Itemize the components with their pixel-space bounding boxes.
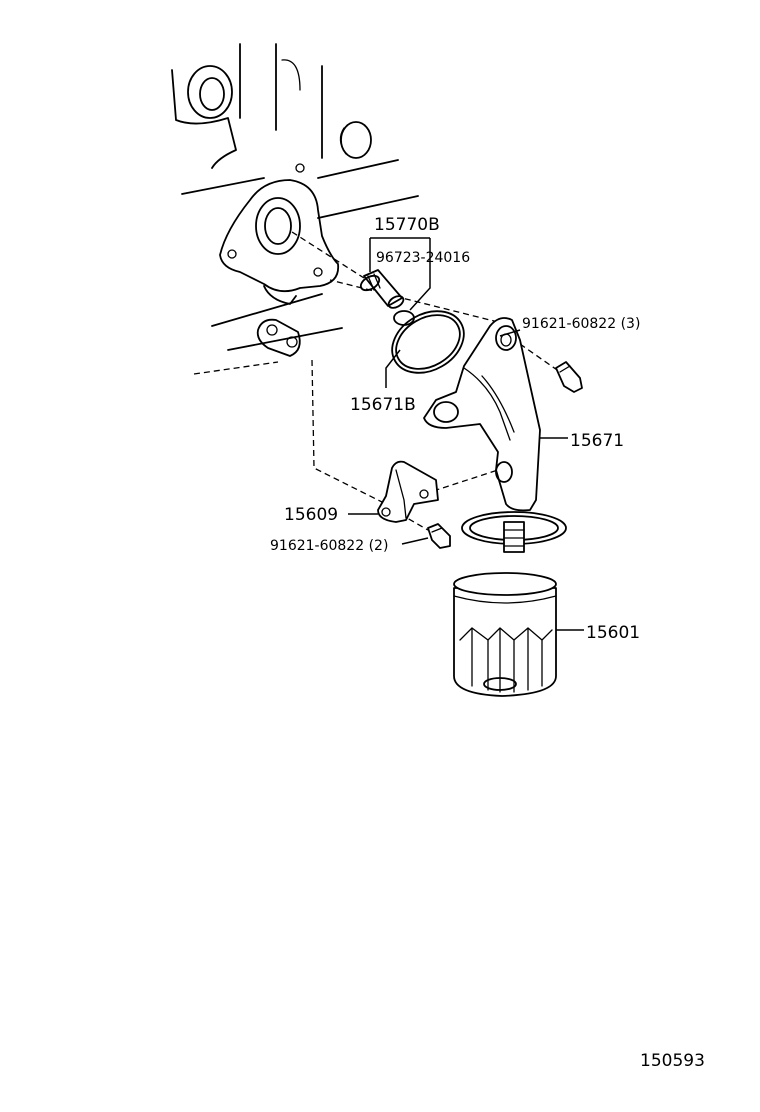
label-91621-60822-2: 91621-60822 (2) [270, 538, 388, 554]
label-15671B: 15671B [350, 395, 416, 415]
gasket-15671B [391, 310, 465, 374]
engine-block [171, 43, 419, 375]
stay-bracket-15609 [377, 460, 439, 523]
label-15601: 15601 [586, 623, 640, 643]
label-15609: 15609 [284, 505, 338, 525]
union-bolt-15770B [359, 269, 405, 309]
bolt-91621-top [555, 361, 583, 393]
label-15671: 15671 [570, 431, 624, 451]
bolt-91621-bottom [427, 523, 451, 549]
label-96723-24016: 96723-24016 [376, 250, 470, 266]
filter-bracket-15671 [423, 317, 567, 553]
oil-filter-15601 [453, 572, 557, 697]
o-ring-96723 [393, 310, 415, 326]
leader-lines [348, 237, 584, 631]
diagram-id: 150593 [640, 1051, 705, 1071]
label-91621-60822-3: 91621-60822 (3) [522, 316, 640, 332]
label-15770B: 15770B [374, 215, 440, 235]
